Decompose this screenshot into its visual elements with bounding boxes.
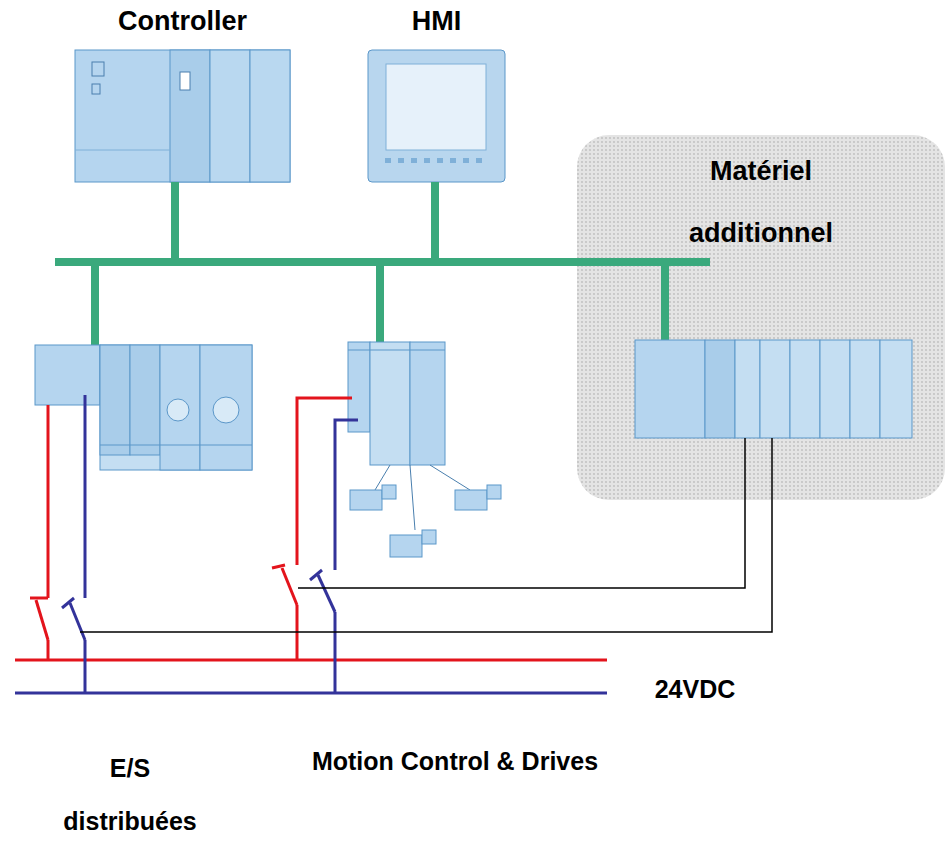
illustration-part xyxy=(880,340,912,438)
illustration-part xyxy=(70,603,85,640)
illustration-part xyxy=(92,84,100,94)
illustration-part xyxy=(91,262,99,345)
illustration-part xyxy=(850,340,880,438)
illustration-part xyxy=(272,565,285,568)
illustration-part xyxy=(15,692,607,695)
illustration-part xyxy=(385,158,391,163)
illustration-part xyxy=(463,158,469,163)
illustration-part xyxy=(80,438,772,632)
bus-connector xyxy=(435,182,577,262)
illustration-part xyxy=(350,490,382,510)
hmi-node: HMI xyxy=(368,5,505,182)
illustration-part xyxy=(790,340,820,438)
illustration-part xyxy=(334,612,337,693)
illustration-part xyxy=(424,158,430,163)
illustration-part xyxy=(661,262,669,345)
io-device xyxy=(35,345,252,470)
illustration-part xyxy=(398,158,404,163)
illustration-part xyxy=(735,340,760,438)
illustration-part xyxy=(130,345,160,455)
illustration-part xyxy=(382,485,396,499)
illustration-part xyxy=(100,345,252,470)
caption-label: Motion Control & Drives xyxy=(290,742,620,781)
illustration-part xyxy=(760,340,790,438)
illustration-part xyxy=(410,465,415,530)
illustration-part xyxy=(170,50,210,182)
illustration-part xyxy=(282,568,297,605)
control-line xyxy=(80,438,772,632)
drive-device xyxy=(348,342,445,465)
illustration-part xyxy=(47,405,50,598)
motor-symbol xyxy=(350,465,501,557)
illustration-part xyxy=(75,50,290,182)
illustration-part xyxy=(180,72,190,90)
illustration-part xyxy=(437,158,443,163)
illustration-part xyxy=(487,485,501,499)
illustration-part xyxy=(200,345,252,470)
illustration-part xyxy=(47,640,50,660)
illustration-part xyxy=(55,258,180,266)
illustration-part xyxy=(297,398,352,565)
illustration-part xyxy=(160,345,200,470)
illustration-part xyxy=(368,50,505,182)
illustration-part xyxy=(100,345,130,455)
bus xyxy=(55,262,710,345)
illustration-part xyxy=(430,465,470,490)
hmi-device xyxy=(368,50,505,182)
caption-label: E/S distribuées xyxy=(40,742,220,842)
illustration-part xyxy=(210,50,250,182)
illustration-part xyxy=(298,438,745,588)
illustration-part xyxy=(635,340,705,438)
region-node: Matériel additionnel xyxy=(577,135,945,500)
illustration-part xyxy=(92,62,104,76)
node-label: Matériel additionnel xyxy=(661,140,861,264)
illustration-part xyxy=(84,395,87,598)
illustration-part xyxy=(450,158,456,163)
power-wiring xyxy=(15,395,607,693)
controller-device xyxy=(75,50,290,182)
node-label: HMI xyxy=(368,5,505,37)
illustration-part xyxy=(385,158,482,163)
illustration-part xyxy=(705,340,735,438)
illustration-part xyxy=(476,158,482,163)
illustration-part xyxy=(370,342,410,465)
controller-node: Controller xyxy=(75,5,290,182)
illustration-part xyxy=(35,345,100,405)
additional-device xyxy=(635,340,912,438)
illustration-part xyxy=(36,600,48,640)
illustration-part xyxy=(213,397,239,423)
caption-label: 24VDC xyxy=(630,674,760,704)
illustration-part xyxy=(30,597,48,600)
illustration-part xyxy=(84,640,87,693)
illustration-part xyxy=(577,258,710,266)
illustration-part xyxy=(390,535,422,557)
illustration-part xyxy=(422,530,436,544)
illustration-part xyxy=(820,340,850,438)
illustration-part xyxy=(348,350,445,351)
illustration-part xyxy=(335,420,358,570)
illustration-part xyxy=(250,50,290,182)
illustration-part xyxy=(410,342,445,465)
illustration-part xyxy=(75,150,170,151)
illustration-part xyxy=(167,399,189,421)
illustration-part xyxy=(411,158,417,163)
illustration-part xyxy=(318,575,335,612)
node-label: Controller xyxy=(75,5,290,37)
illustration-part xyxy=(15,659,607,662)
illustration-part xyxy=(376,262,384,345)
bus-connector xyxy=(175,182,435,262)
illustration-part xyxy=(455,490,487,510)
region-ground xyxy=(577,135,945,500)
illustration-part xyxy=(386,64,486,150)
illustration-part xyxy=(100,445,252,446)
